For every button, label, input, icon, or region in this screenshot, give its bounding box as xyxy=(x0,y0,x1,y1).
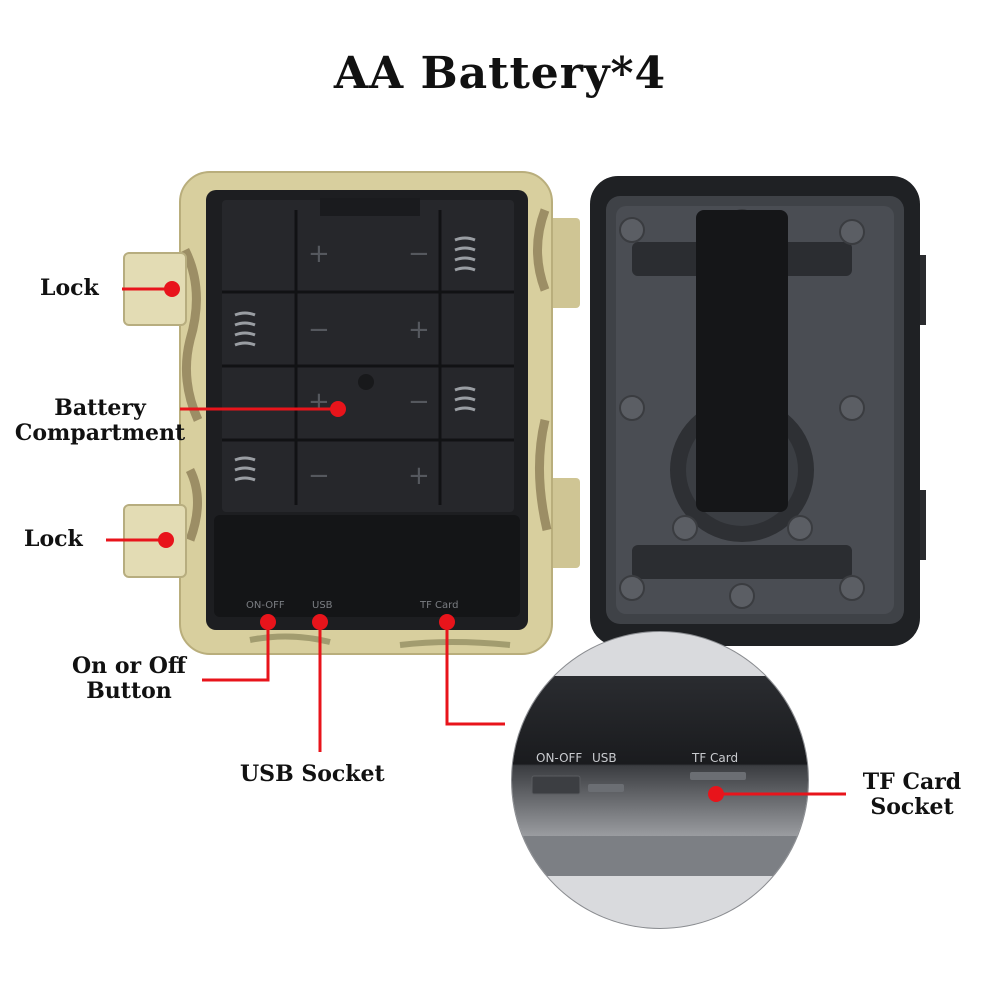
tf-card-socket-label: TF Card Socket xyxy=(852,770,972,820)
lock-top-label: Lock xyxy=(40,275,99,301)
svg-text:+: + xyxy=(408,315,430,345)
camera-back-cover xyxy=(590,176,926,646)
zoom-detail: ON-OFF USB TF Card xyxy=(511,631,809,929)
usb-socket-label: USB Socket xyxy=(240,761,385,787)
battery-compartment-label: Battery Compartment xyxy=(14,396,186,446)
svg-text:+: + xyxy=(308,387,330,417)
on-off-button-label-line1: On or Off xyxy=(72,653,186,679)
callout-dots xyxy=(158,281,724,802)
callout-lines xyxy=(106,287,846,796)
on-off-marking: ON-OFF xyxy=(246,600,285,611)
tf-card-slot[interactable] xyxy=(690,772,746,780)
usb-marking: USB xyxy=(312,600,333,611)
svg-text:−: − xyxy=(308,461,330,491)
svg-text:−: − xyxy=(308,315,330,345)
on-off-switch[interactable] xyxy=(531,775,581,795)
svg-text:−: − xyxy=(408,387,430,417)
on-off-button-label: On or Off Button xyxy=(54,654,204,704)
battery-compartment xyxy=(222,200,514,512)
page-title: AA Battery*4 xyxy=(333,48,667,99)
tf-marking: TF Card xyxy=(419,600,458,611)
svg-text:+: + xyxy=(308,239,330,269)
battery-compartment-label-line1: Battery xyxy=(54,395,146,421)
mounting-strap xyxy=(696,210,788,512)
zoom-usb-marking: USB xyxy=(592,751,617,765)
zoom-tf-marking: TF Card xyxy=(691,751,738,765)
usb-port[interactable] xyxy=(588,784,624,792)
svg-text:+: + xyxy=(408,461,430,491)
on-off-button-label-line2: Button xyxy=(86,678,172,704)
svg-text:−: − xyxy=(408,239,430,269)
battery-compartment-label-line2: Compartment xyxy=(14,420,186,446)
zoom-on-off-marking: ON-OFF xyxy=(536,751,582,765)
tf-card-socket-label-line1: TF Card xyxy=(862,769,962,795)
lock-bottom-label: Lock xyxy=(24,526,83,552)
tf-card-socket-label-line2: Socket xyxy=(870,794,954,820)
camera-body: + − − + + − − + ON-OFF USB TF Card xyxy=(123,171,580,655)
